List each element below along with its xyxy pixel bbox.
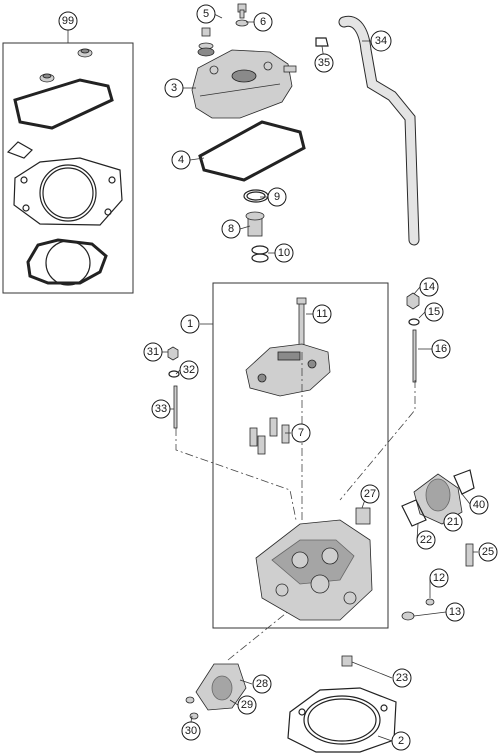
svg-text:8: 8 bbox=[228, 223, 234, 235]
gasket-kit-parts bbox=[6, 48, 123, 286]
callout-3: 3 bbox=[164, 78, 184, 98]
svg-text:31: 31 bbox=[147, 346, 159, 358]
callout-27: 27 bbox=[360, 484, 380, 504]
svg-text:6: 6 bbox=[260, 16, 266, 28]
svg-text:32: 32 bbox=[183, 364, 195, 376]
callout-31: 31 bbox=[143, 342, 163, 362]
head-gasket bbox=[287, 687, 397, 753]
svg-text:25: 25 bbox=[482, 546, 494, 558]
callout-6: 6 bbox=[253, 12, 273, 32]
svg-text:15: 15 bbox=[428, 306, 440, 318]
svg-text:40: 40 bbox=[473, 499, 485, 511]
callout-33: 33 bbox=[151, 399, 171, 419]
callout-28: 28 bbox=[252, 674, 272, 694]
callout-4: 4 bbox=[171, 150, 191, 170]
callout-15: 15 bbox=[424, 302, 444, 322]
callout-23: 23 bbox=[392, 668, 412, 688]
inlet-flange-lower bbox=[185, 663, 247, 720]
svg-text:3: 3 bbox=[171, 82, 177, 94]
callout-2: 2 bbox=[391, 731, 411, 751]
valve-tappets bbox=[249, 417, 290, 455]
intake-flange bbox=[401, 469, 475, 527]
spark-plug-tube bbox=[355, 507, 371, 525]
svg-text:21: 21 bbox=[447, 516, 459, 528]
callout-30: 30 bbox=[181, 721, 201, 741]
callout-22: 22 bbox=[416, 530, 436, 550]
callout-34: 34 bbox=[370, 30, 392, 52]
stud-right bbox=[406, 292, 420, 383]
callout-16: 16 bbox=[431, 339, 451, 359]
svg-text:22: 22 bbox=[420, 534, 432, 546]
dowel-23 bbox=[341, 655, 353, 667]
valve-cover-gasket bbox=[198, 120, 306, 182]
svg-text:23: 23 bbox=[396, 672, 408, 684]
callout-13: 13 bbox=[445, 602, 465, 622]
valve-cover-icon bbox=[191, 49, 297, 119]
callout-21: 21 bbox=[443, 512, 463, 532]
cylinder-head-frame bbox=[212, 282, 389, 629]
cylinder-head-icon bbox=[255, 519, 373, 621]
breather-hose-icon bbox=[315, 15, 420, 246]
svg-text:11: 11 bbox=[316, 308, 327, 320]
callout-32: 32 bbox=[179, 360, 199, 380]
svg-text:28: 28 bbox=[256, 678, 268, 690]
callout-25: 25 bbox=[478, 542, 498, 562]
svg-text:99: 99 bbox=[62, 15, 74, 27]
callout-35: 35 bbox=[314, 53, 334, 73]
svg-text:14: 14 bbox=[423, 281, 435, 293]
svg-text:33: 33 bbox=[155, 403, 167, 415]
callout-9: 9 bbox=[267, 187, 287, 207]
callout-1: 1 bbox=[180, 314, 200, 334]
svg-text:34: 34 bbox=[375, 35, 387, 47]
callout-14: 14 bbox=[419, 277, 439, 297]
svg-text:12: 12 bbox=[433, 572, 445, 584]
svg-text:4: 4 bbox=[178, 154, 184, 166]
temp-sensor bbox=[465, 543, 474, 567]
callout-40: 40 bbox=[469, 495, 489, 515]
cover-bolts bbox=[197, 3, 249, 57]
callout-29: 29 bbox=[237, 695, 257, 715]
svg-text:35: 35 bbox=[318, 57, 330, 69]
svg-text:30: 30 bbox=[185, 725, 197, 737]
svg-text:5: 5 bbox=[203, 8, 209, 20]
svg-text:7: 7 bbox=[298, 427, 304, 439]
seal-rings bbox=[243, 189, 269, 263]
svg-text:1: 1 bbox=[187, 318, 193, 330]
callout-5: 5 bbox=[196, 4, 216, 24]
svg-text:13: 13 bbox=[449, 606, 461, 618]
svg-text:27: 27 bbox=[364, 488, 376, 500]
callout-7: 7 bbox=[291, 423, 311, 443]
callout-10: 10 bbox=[274, 243, 294, 263]
callout-99: 99 bbox=[58, 11, 78, 31]
svg-text:10: 10 bbox=[278, 247, 290, 259]
plug-12 bbox=[425, 598, 435, 606]
plug-13 bbox=[401, 611, 415, 621]
stud-left bbox=[167, 346, 180, 429]
svg-text:2: 2 bbox=[398, 735, 404, 747]
svg-text:9: 9 bbox=[274, 191, 280, 203]
callout-8: 8 bbox=[221, 219, 241, 239]
camshaft-bridge-icon bbox=[245, 343, 331, 397]
callout-12: 12 bbox=[429, 568, 449, 588]
svg-text:16: 16 bbox=[435, 343, 447, 355]
svg-text:29: 29 bbox=[241, 699, 253, 711]
callout-11: 11 bbox=[312, 304, 332, 324]
